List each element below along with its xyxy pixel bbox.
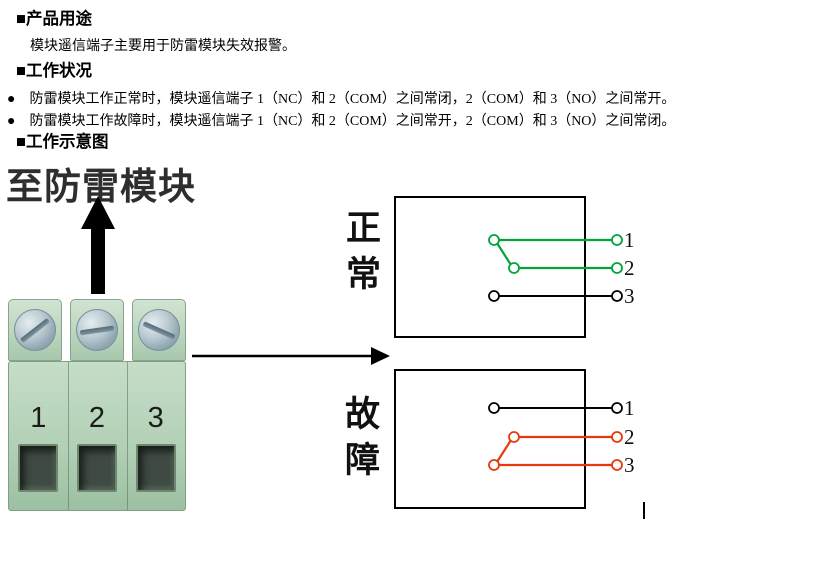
pin-number-2: 2 [88,402,106,434]
contact-circle [488,402,500,414]
contact-circle [611,290,623,302]
fault-terminal-3-label: 3 [624,453,635,477]
fault-state-label: 故障 [345,395,381,480]
terminal-block-body: 1 2 3 [8,361,186,511]
section-heading-usage: ■产品用途 [16,9,92,28]
normal-state-label: 正常 [346,209,382,294]
pin-number-3: 3 [147,402,164,434]
body-seam [127,362,128,510]
contact-circle [488,234,500,246]
usage-body-text: 模块遥信端子主要用于防雷模块失效报警。 [30,39,296,54]
contact-circle [611,431,623,443]
pin-number-1: 1 [30,402,47,434]
contact-circle [611,262,623,274]
normal-terminal-3-label: 3 [624,284,635,308]
fault-terminal-1-label: 1 [624,396,635,420]
up-arrow-icon [81,196,115,294]
terminal-cap-2 [70,299,124,361]
body-seam [68,362,69,510]
flow-arrow-icon [192,347,390,365]
pin-hole [135,444,176,492]
pin-hole [76,444,117,492]
screw-icon [76,309,118,351]
screw-slot [142,320,176,340]
switch-lever-normal [496,242,512,266]
contact-circle [611,234,623,246]
screw-icon [14,309,56,351]
contact-circle [508,431,520,443]
status-bullet-fault: ● 防雷模块工作故障时，模块遥信端子 1（NC）和 2（COM）之间常开，2（C… [7,114,676,129]
to-module-label: 至防雷模块 [6,166,196,207]
contact-circle [488,459,500,471]
section-heading-schematic: ■工作示意图 [16,132,109,151]
fault-state-box [394,369,586,509]
screw-slot [20,317,50,343]
normal-terminal-2-label: 2 [624,256,635,280]
terminal-block-image: 1 2 3 [8,299,186,511]
screw-icon [138,309,180,351]
switch-lever-fault [496,439,512,463]
contact-circle [488,290,500,302]
contact-circle [611,459,623,471]
terminal-cap-1 [8,299,62,361]
pin-hole [18,444,59,492]
status-bullet-normal: ● 防雷模块工作正常时，模块遥信端子 1（NC）和 2（COM）之间常闭，2（C… [7,92,676,107]
fault-terminal-2-label: 2 [624,425,635,449]
screw-slot [79,325,115,335]
section-heading-status: ■工作状况 [16,61,92,80]
terminal-cap-3 [132,299,186,361]
text-cursor [643,502,645,519]
contact-circle [611,402,623,414]
terminal-caps [8,299,186,361]
pin-numbers: 1 2 3 [9,404,185,433]
normal-state-box [394,196,586,338]
contact-circle [508,262,520,274]
pin-holes [9,444,185,492]
normal-terminal-1-label: 1 [624,228,635,252]
